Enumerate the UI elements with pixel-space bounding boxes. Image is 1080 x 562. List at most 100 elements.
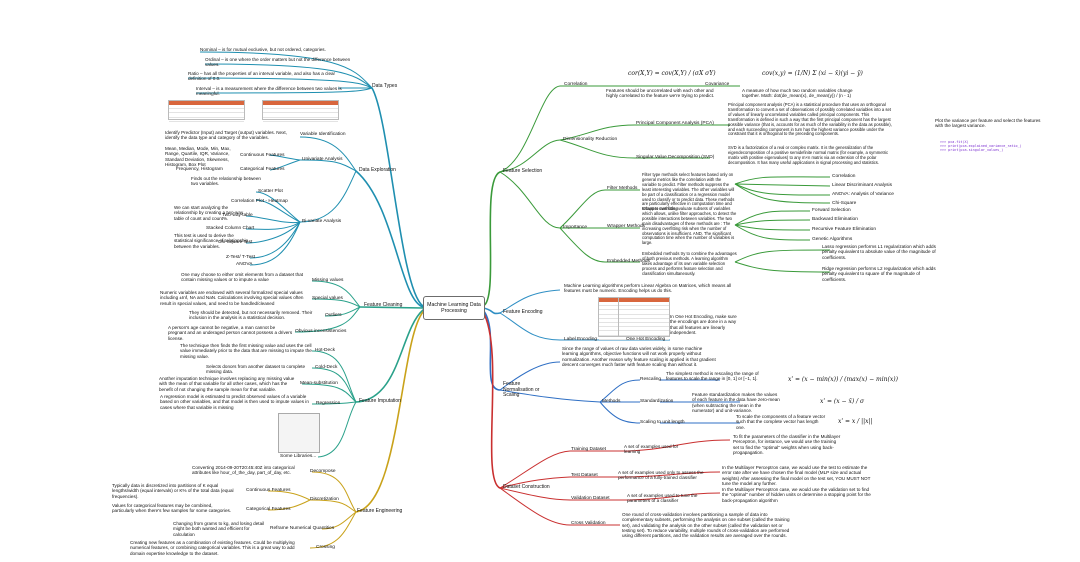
forward-selection[interactable]: Forward Selection <box>812 208 851 213</box>
branch-feature-engineering[interactable]: Feature Engineering <box>357 508 403 514</box>
correlation-formula: cor(X,Y) = cov(X,Y) / (σX σY) <box>628 70 716 77</box>
two-way-table[interactable]: Two-way table <box>222 213 253 218</box>
cross-validation-text: One round of cross-validation involves p… <box>622 512 790 539</box>
rescaling[interactable]: Rescaling <box>640 377 662 382</box>
validation-detail: In the Multilayer Perceptron case, we wo… <box>722 487 871 503</box>
embedded-methods-text: Embedded methods try to combine the adva… <box>642 251 737 276</box>
regression[interactable]: Regression <box>316 401 341 406</box>
outliers-text: They should be detected, but not necessa… <box>189 310 313 321</box>
covariance[interactable]: Covariance <box>705 82 730 87</box>
mean-substitution[interactable]: Mean-substitution <box>300 381 338 386</box>
crossing-text: Creating new features as a combination o… <box>130 540 295 556</box>
branch-dataset-construction[interactable]: Dataset Construction <box>503 484 550 490</box>
univariate-analysis[interactable]: Univariate Analysis <box>302 157 343 162</box>
libraries-table-image <box>278 413 320 453</box>
categorical-features-eng[interactable]: Categorical Features <box>246 507 291 512</box>
rescaling-text: The simplest method is rescaling the ran… <box>666 371 759 382</box>
hot-deck[interactable]: Hot-Deck <box>315 348 335 353</box>
encoding-intro: Machine Learning algorithms perform Line… <box>564 283 732 294</box>
categorical-features[interactable]: Categorical Features <box>240 167 285 172</box>
pca[interactable]: Principal Component Analysis (PCA) <box>636 121 714 126</box>
unit-length-formula: x' = x / ||x|| <box>838 418 873 425</box>
scaling-unit-length[interactable]: Scaling to unit length <box>640 420 685 425</box>
unit-length-text: To scale the components of a feature vec… <box>736 414 826 430</box>
interval-text: Interval – is a measurement where the di… <box>196 86 342 97</box>
rescaling-formula: x' = (x − min(x)) / (max(x) − min(x)) <box>788 376 898 383</box>
outliers[interactable]: Outliers <box>325 313 342 318</box>
standardization-text: Feature standardization makes the values… <box>692 392 780 413</box>
crossing[interactable]: Crossing <box>316 545 335 550</box>
test-detail: In the Multilayer Perceptron case, we wo… <box>722 465 871 486</box>
correlation-text: Features should be uncorrelated with eac… <box>606 88 715 99</box>
continuous-features[interactable]: Continuous Features <box>240 153 285 158</box>
stacked-column-chart[interactable]: Stacked Column Chart <box>206 226 255 231</box>
obvious-inconsistencies[interactable]: Obvious inconsistencies <box>295 329 347 334</box>
nominal-text: Nominal – is for mutual exclusive, but n… <box>200 47 326 52</box>
ordinal-text: Ordinal – is one where the order matters… <box>205 57 351 68</box>
discretization-categorical-text: Values for categorical features may be c… <box>112 503 232 514</box>
reframe-numerical[interactable]: Reframe Numerical Quantities <box>270 526 335 531</box>
correlation-plot[interactable]: Correlation Plot - Heatmap <box>231 199 288 204</box>
filter-methods[interactable]: Filter Methods <box>607 186 638 191</box>
filter-anova[interactable]: ANOVA: Analysis of Variance <box>832 192 894 197</box>
variable-identification[interactable]: Variable Identification <box>300 132 346 137</box>
training-text: A set of examples used for learning <box>624 444 679 455</box>
connector-data-exploration <box>355 170 424 308</box>
embedded-methods[interactable]: Embedded Methods <box>607 259 650 264</box>
special-values[interactable]: Special values <box>312 296 343 301</box>
filter-lda[interactable]: Linear Discriminant Analysis <box>832 183 892 188</box>
mean-substitution-text: Another imputation technique involves re… <box>159 376 295 392</box>
methods[interactable]: Methods <box>602 399 621 404</box>
filter-methods-text: Filter type methods select features base… <box>642 172 735 212</box>
genetic-algorithms[interactable]: Genetic Algorithms <box>812 237 853 242</box>
central-node[interactable]: Machine Learning Data Processing <box>423 296 485 320</box>
missing-values[interactable]: Missing values <box>312 278 344 283</box>
dimensionality-reduction[interactable]: Dimensionality Reduction <box>563 137 618 142</box>
branch-normalization[interactable]: Feature Normalisation or Scaling <box>503 381 540 399</box>
one-hot-encoding[interactable]: One Hot Encoding <box>626 337 666 342</box>
branch-data-types[interactable]: Data Types <box>372 83 398 89</box>
branch-data-exploration[interactable]: Data Exploration <box>359 167 396 173</box>
some-libraries[interactable]: Some Libraries... <box>280 454 317 459</box>
pca-text: Principal component analysis (PCA) is a … <box>728 102 892 137</box>
recursive-feature-elimination[interactable]: Recursive Feature Elimination <box>812 227 876 232</box>
branch-feature-cleaning[interactable]: Feature Cleaning <box>364 302 403 308</box>
data-types-table-right <box>262 100 339 122</box>
branch-feature-imputation[interactable]: Feature Imputation <box>359 398 401 404</box>
label-encoding[interactable]: Label Encoding <box>564 337 598 342</box>
ridge-text: Ridge regression performs L2 regularizat… <box>822 266 936 282</box>
decompose[interactable]: Decompose <box>310 469 336 474</box>
covariance-formula: cov(x,y) = (1/N) Σ (xi − x̄)(yi − ȳ) <box>762 70 863 77</box>
wrapper-methods-text: Wrapper methods evaluate subsets of vari… <box>642 206 737 246</box>
bivariate-analysis[interactable]: Bi-variate Analysis <box>302 219 342 224</box>
scatter-plot[interactable]: Scatter Plot <box>258 189 283 194</box>
connector-normalization <box>482 309 501 391</box>
backward-elimination[interactable]: Backward Elimination <box>812 217 858 222</box>
cross-validation[interactable]: Cross Validation <box>571 521 606 526</box>
test-dataset[interactable]: Test Dataset <box>571 473 598 478</box>
cold-deck[interactable]: Cold-Deck <box>315 365 338 370</box>
wrapper-methods[interactable]: Wrapper Methods <box>607 224 646 229</box>
reframe-text: Changing from grams to kg, and losing de… <box>173 521 265 537</box>
connector-dataset-construction <box>482 311 501 489</box>
training-dataset[interactable]: Training Dataset <box>571 447 607 452</box>
lasso-text: Lasso regression performs L1 regularizat… <box>822 244 936 260</box>
continuous-features-eng[interactable]: Continuous Features <box>246 488 291 493</box>
filter-correlation[interactable]: Correlation <box>832 174 856 179</box>
chi-square-test[interactable]: Chi-Square Test <box>218 240 253 245</box>
importance[interactable]: Importance <box>563 225 587 230</box>
svd-text: SVD is a factorization of a real or comp… <box>728 145 889 165</box>
validation-dataset[interactable]: Validation Dataset <box>571 496 610 501</box>
filter-chi-square[interactable]: Chi-Square <box>832 201 857 206</box>
anova[interactable]: ANOVA <box>236 262 253 267</box>
pca-code-snippet: >>> pca.fit(X) >>> print(pca.explained_v… <box>940 140 1022 152</box>
z-t-test[interactable]: Z-Test/ T-Test <box>226 255 255 260</box>
inconsistencies-text: A person's age cannot be negative, a man… <box>168 325 293 341</box>
svd[interactable]: Singular Value Decomposition (SVD) <box>636 155 715 160</box>
discretization[interactable]: Discretization <box>310 497 339 502</box>
standardization[interactable]: Standardization <box>640 399 674 404</box>
branch-feature-selection[interactable]: Feature Selection <box>503 168 543 174</box>
correlation[interactable]: Correlation <box>564 82 588 87</box>
branch-feature-encoding[interactable]: Feature Encoding <box>503 309 543 315</box>
